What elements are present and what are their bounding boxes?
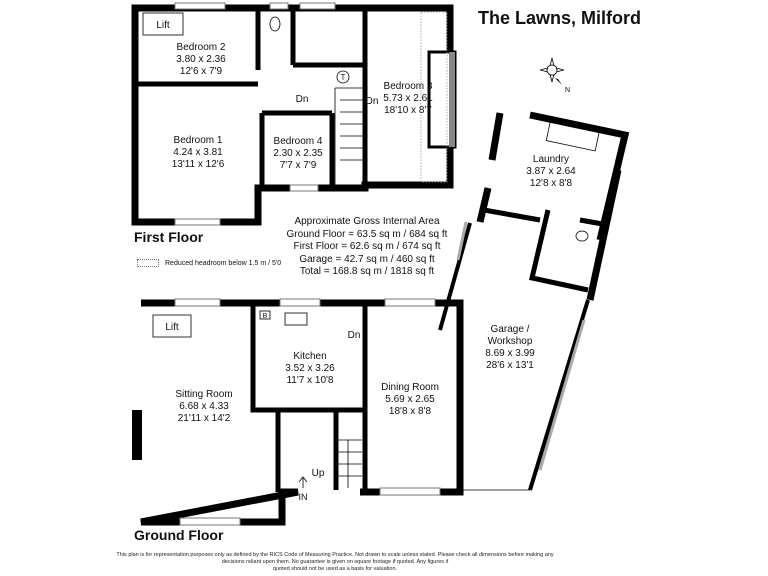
room-garage: Garage / Workshop 8.69 x 3.99 28'6 x 13'… [485, 324, 535, 371]
lift-ground-floor [152, 314, 192, 338]
room-imperial: 18'10 x 8'7 [384, 105, 432, 116]
room-bedroom3: Bedroom 3 5.73 x 2.61 18'10 x 8'7 [383, 81, 433, 116]
room-bedroom4: Bedroom 4 2.30 x 2.35 7'7 x 7'9 [273, 136, 323, 171]
room-imperial: 12'8 x 8'8 [530, 178, 573, 189]
entrance-label: IN [299, 492, 308, 502]
room-name: Laundry [533, 154, 569, 165]
room-name: Bedroom 3 [384, 81, 433, 92]
room-metric: 2.30 x 2.35 [273, 148, 323, 159]
first-floor-label: First Floor [134, 229, 204, 245]
room-imperial: 11'7 x 10'8 [286, 375, 333, 386]
area-ground: Ground Floor = 63.5 sq m / 684 sq ft [286, 228, 448, 240]
room-imperial: 28'6 x 13'1 [486, 360, 534, 371]
room-imperial: 13'11 x 12'6 [172, 159, 225, 170]
disclaimer-line: This plan is for representation purposes… [116, 552, 554, 558]
toilet-icon [269, 16, 281, 32]
lift-label-ground: Lift [165, 322, 179, 333]
stairs-down-label: Dn [296, 94, 309, 105]
compass-north-label: N [565, 87, 570, 94]
room-name-2: Workshop [488, 336, 533, 347]
room-metric: 5.73 x 2.61 [383, 93, 433, 104]
room-metric: 3.80 x 2.36 [176, 54, 226, 65]
gross-internal-area: Approximate Gross Internal Area Ground F… [282, 216, 452, 279]
room-name: Kitchen [293, 351, 326, 362]
stairs-down-label-2: Dn [366, 96, 379, 107]
stairs-up-label: Up [312, 468, 325, 479]
annex-plan: Laundry 3.87 x 2.64 12'8 x 8'8 Garage / … [438, 111, 630, 491]
room-kitchen: Kitchen 3.52 x 3.26 11'7 x 10'8 [285, 351, 335, 386]
area-heading: Approximate Gross Internal Area [294, 216, 440, 227]
room-metric: 6.68 x 4.33 [179, 401, 229, 412]
room-name: Bedroom 4 [274, 136, 323, 147]
disclaimer-line: decisions reliant upon them. No guarante… [221, 559, 449, 565]
room-bedroom1: Bedroom 1 4.24 x 3.81 13'11 x 12'6 [172, 135, 225, 170]
room-metric: 8.69 x 3.99 [485, 348, 535, 359]
area-first: First Floor = 62.6 sq m / 674 sq ft [293, 241, 441, 252]
room-name: Bedroom 1 [174, 135, 223, 146]
reduced-headroom-swatch [137, 259, 159, 267]
ground-floor-label: Ground Floor [134, 527, 224, 543]
room-metric: 5.69 x 2.65 [385, 394, 435, 405]
room-metric: 3.52 x 3.26 [285, 363, 335, 374]
compass-icon: N [539, 57, 570, 94]
legend-text: Reduced headroom below 1.5 m / 5'0 [165, 259, 282, 267]
room-imperial: 18'8 x 8'8 [389, 406, 432, 417]
room-metric: 3.87 x 2.64 [526, 166, 576, 177]
headroom-legend: Reduced headroom below 1.5 m / 5'0 [137, 259, 281, 267]
area-total: Total = 168.8 sq m / 1818 sq ft [299, 266, 435, 277]
property-title: The Lawns, Milford [478, 8, 642, 28]
room-name: Bedroom 2 [177, 42, 226, 53]
room-dining: Dining Room 5.69 x 2.65 18'8 x 8'8 [381, 382, 439, 417]
room-sitting: Sitting Room 6.68 x 4.33 21'11 x 14'2 [175, 389, 232, 424]
room-imperial: 7'7 x 7'9 [280, 160, 317, 171]
boiler-label: B [263, 313, 268, 320]
kitchen-sink-icon [284, 312, 308, 326]
room-metric: 4.24 x 3.81 [173, 147, 223, 158]
room-bedroom2: Bedroom 2 3.80 x 2.36 12'6 x 7'9 [176, 42, 226, 77]
disclaimer: This plan is for representation purposes… [110, 552, 560, 573]
first-floor-plan: T Lift Dn Dn Bedroom 2 3.80 x 2.36 12'6 … [131, 2, 457, 226]
room-imperial: 21'11 x 14'2 [178, 413, 231, 424]
room-imperial: 12'6 x 7'9 [180, 66, 223, 77]
area-garage: Garage = 42.7 sq m / 460 sq ft [299, 253, 435, 265]
room-name: Dining Room [381, 382, 439, 393]
lift-first-floor [142, 12, 184, 36]
room-name: Sitting Room [175, 389, 232, 400]
lift-label: Lift [156, 20, 170, 31]
disclaimer-line: quoted should not be used as a basis for… [272, 566, 398, 572]
toilet-icon [575, 230, 589, 242]
laundry-sink-icon [545, 118, 601, 152]
tank-label: T [341, 73, 346, 82]
boiler-icon [259, 310, 271, 320]
room-laundry: Laundry 3.87 x 2.64 12'8 x 8'8 [526, 154, 576, 189]
room-name: Garage / [491, 324, 530, 335]
ground-floor-plan: Lift B Dn Up IN Kitchen 3.52 x 3.26 11'7… [132, 298, 464, 526]
cellar-down-label: Dn [348, 330, 361, 341]
